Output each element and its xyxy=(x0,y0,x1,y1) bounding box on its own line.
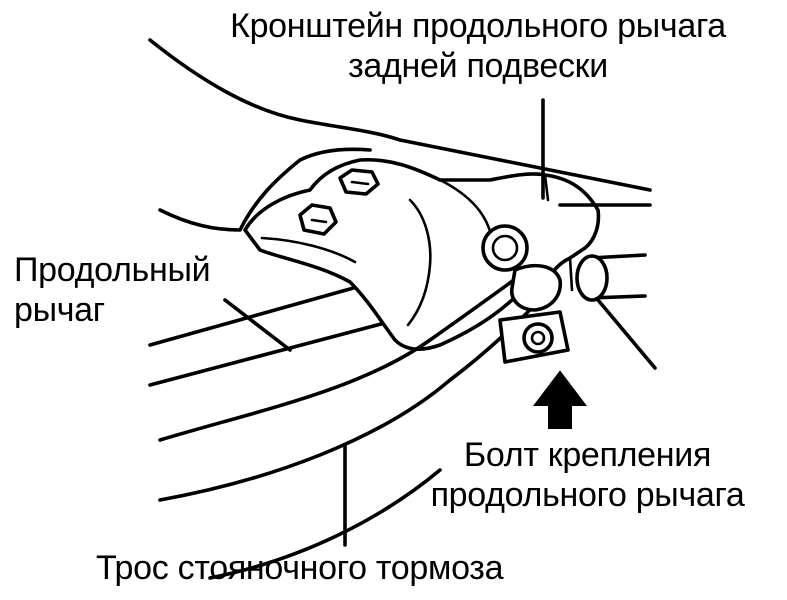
bolt-label: Болт крепления продольного рычага xyxy=(395,435,780,515)
arm-bracket xyxy=(243,157,601,351)
leader-lines xyxy=(223,98,545,547)
bolt-label-line2: продольного рычага xyxy=(430,476,745,514)
cable-clamp xyxy=(498,263,570,364)
bracket-label-line1: Кронштейн продольного рычага xyxy=(230,7,726,45)
rear-sleeve xyxy=(575,253,647,302)
arm-label: Продольный рычаг xyxy=(14,250,211,330)
body-outline xyxy=(148,38,652,232)
bracket-label: Кронштейн продольного рычага задней подв… xyxy=(178,6,778,86)
arm-leader xyxy=(223,298,292,352)
arm-label-line1: Продольный xyxy=(14,251,211,289)
bolt-arrow xyxy=(532,370,588,429)
bolt-label-line1: Болт крепления xyxy=(463,436,712,474)
cable-label-line1: Трос стояночного тормоза xyxy=(96,549,504,587)
right-frame-lines xyxy=(558,203,657,370)
pivot-bolt xyxy=(481,224,529,272)
arm-label-line2: рычаг xyxy=(14,291,105,329)
cable-label: Трос стояночного тормоза xyxy=(96,548,504,588)
bracket-nuts xyxy=(298,168,380,236)
bracket-label-line2: задней подвески xyxy=(348,47,608,85)
